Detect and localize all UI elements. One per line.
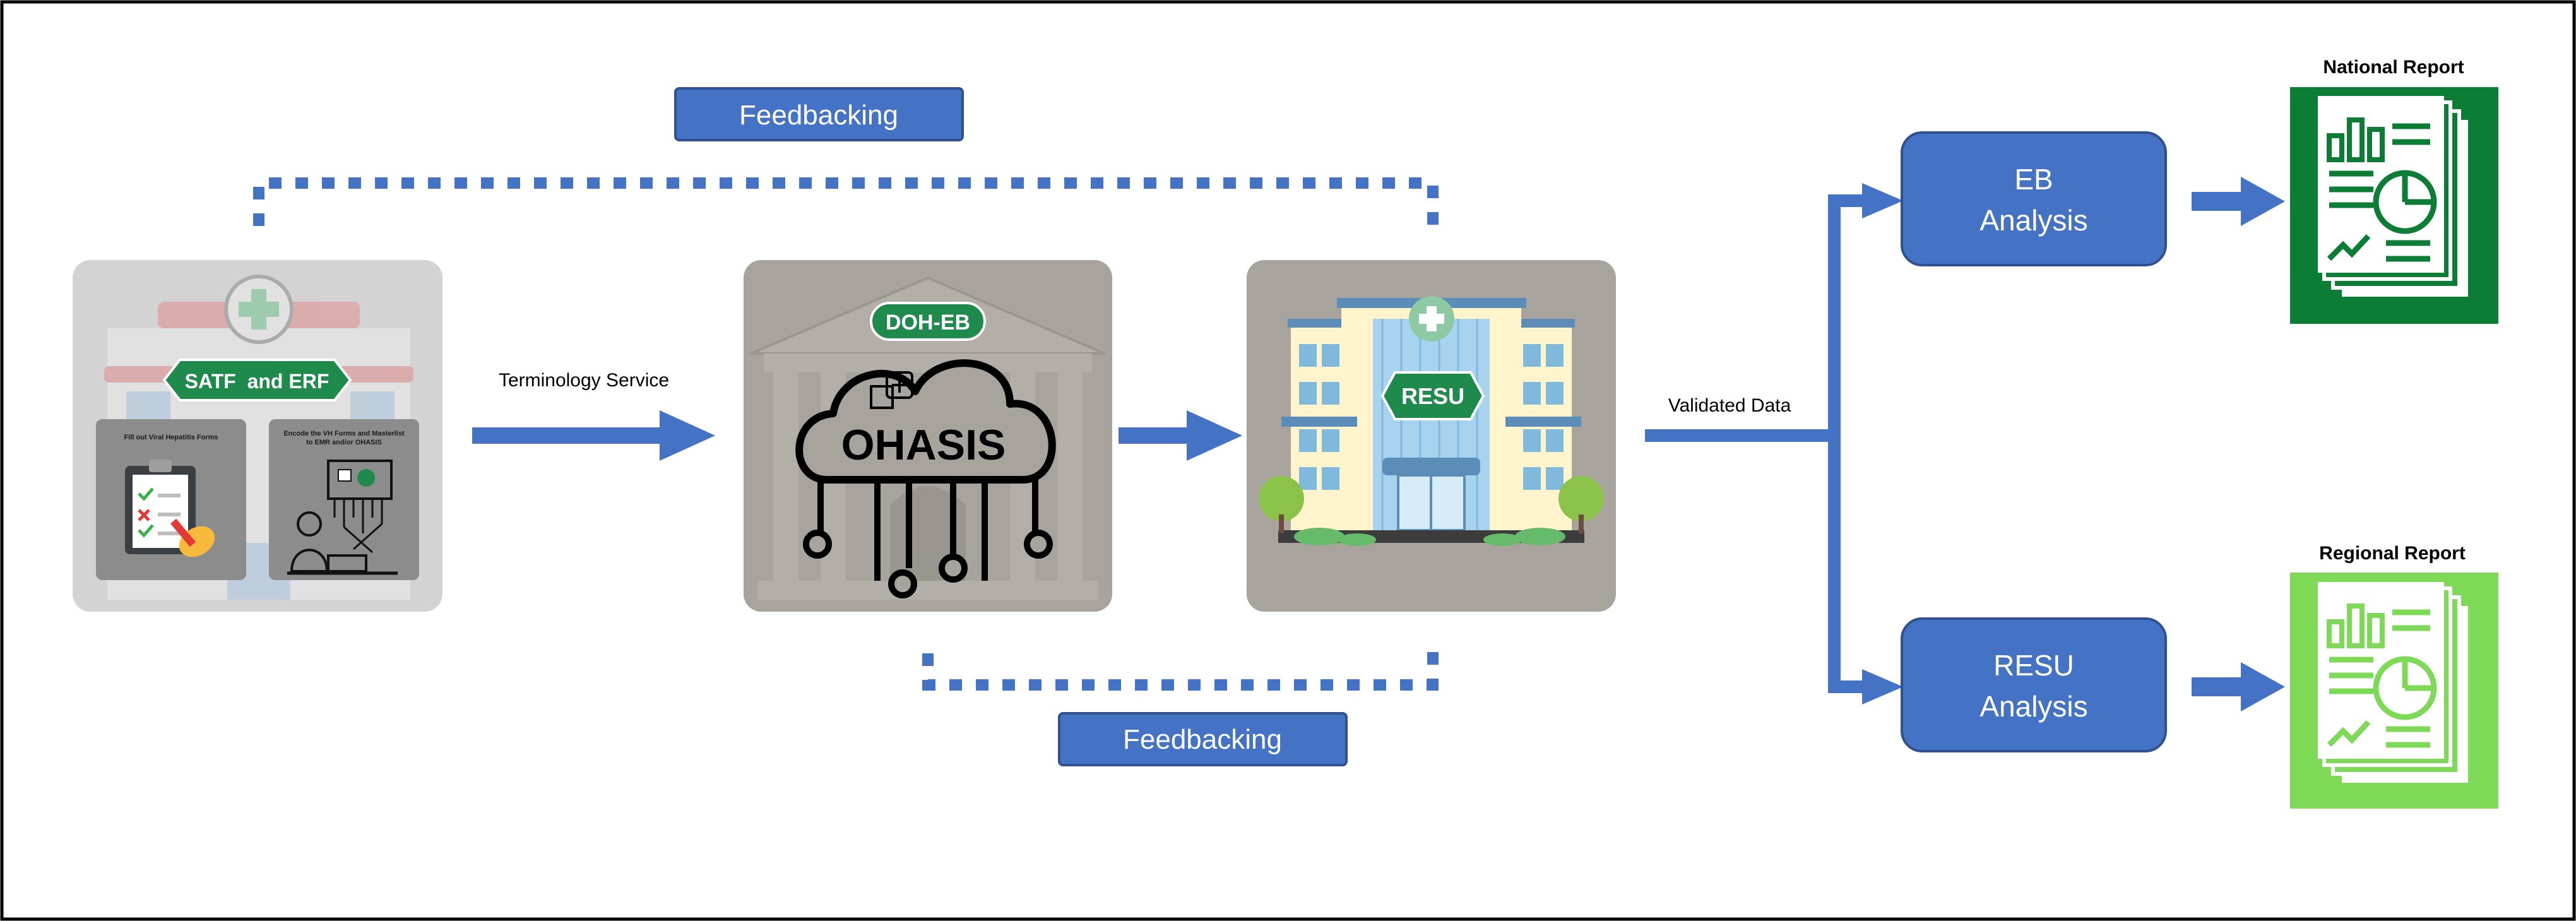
validated-data-branch [1645, 183, 1903, 704]
clipboard-icon [125, 460, 215, 557]
report-document-icon-regional [2318, 582, 2468, 783]
eb-analysis-line1: EB [2014, 163, 2053, 196]
resu-badge: RESU [1380, 371, 1485, 420]
arrow-facility-to-ohasis [472, 410, 715, 461]
ohasis-tile: DOH-EB OHASIS [744, 260, 1112, 612]
resu-analysis-box[interactable]: RESU Analysis [1901, 617, 2167, 752]
satf-erf-label: SATF and ERF [185, 370, 329, 393]
resu-analysis-line2: Analysis [1979, 690, 2087, 723]
feedback-button-bottom[interactable]: Feedbacking [1058, 712, 1348, 766]
encode-card: Encode the VH Forms and Masterlist to EM… [269, 419, 419, 580]
national-report-label: National Report [2323, 57, 2464, 78]
fill-forms-label: Fill out Viral Hepatitis Forms [124, 434, 218, 441]
feedback-label-top: Feedbacking [739, 100, 898, 131]
arrow-resu-to-regional [2192, 662, 2285, 711]
doh-eb-label: DOH-EB [886, 311, 970, 335]
resu-analysis-line1: RESU [1993, 649, 2074, 682]
encode-label-line2: to EMR and/or OHASIS [306, 439, 382, 446]
feedback-label-bottom: Feedbacking [1123, 724, 1282, 755]
ohasis-label: OHASIS [841, 421, 1006, 469]
resu-badge-label: RESU [1401, 383, 1464, 409]
computer-encoder-icon [287, 460, 398, 575]
validated-data-label: Validated Data [1668, 395, 1791, 416]
national-report[interactable] [2290, 87, 2498, 324]
report-document-icon [2318, 96, 2468, 297]
satf-erf-badge: SATF and ERF [162, 359, 352, 401]
terminology-service-label: Terminology Service [499, 370, 669, 391]
cloud-network-icon [795, 359, 1056, 598]
encode-label-line1: Encode the VH Forms and Masterlist [283, 430, 405, 437]
arrow-eb-to-national [2192, 177, 2285, 226]
eb-analysis-box[interactable]: EB Analysis [1901, 131, 2167, 266]
regional-report[interactable] [2290, 573, 2498, 809]
feedback-button-top[interactable]: Feedbacking [674, 87, 964, 141]
eb-analysis-line2: Analysis [1979, 204, 2087, 237]
doh-eb-badge: DOH-EB [870, 302, 986, 341]
facility-tile: SATF and ERF Fill out Viral Hepatitis Fo… [73, 260, 442, 612]
regional-report-label: Regional Report [2319, 543, 2466, 564]
arrow-ohasis-to-resu [1119, 410, 1242, 461]
fill-forms-card: Fill out Viral Hepatitis Forms [96, 419, 246, 580]
hospital-building-icon [1259, 296, 1604, 546]
feedback-loop-bottom [922, 641, 1439, 691]
resu-tile: RESU [1247, 260, 1616, 612]
